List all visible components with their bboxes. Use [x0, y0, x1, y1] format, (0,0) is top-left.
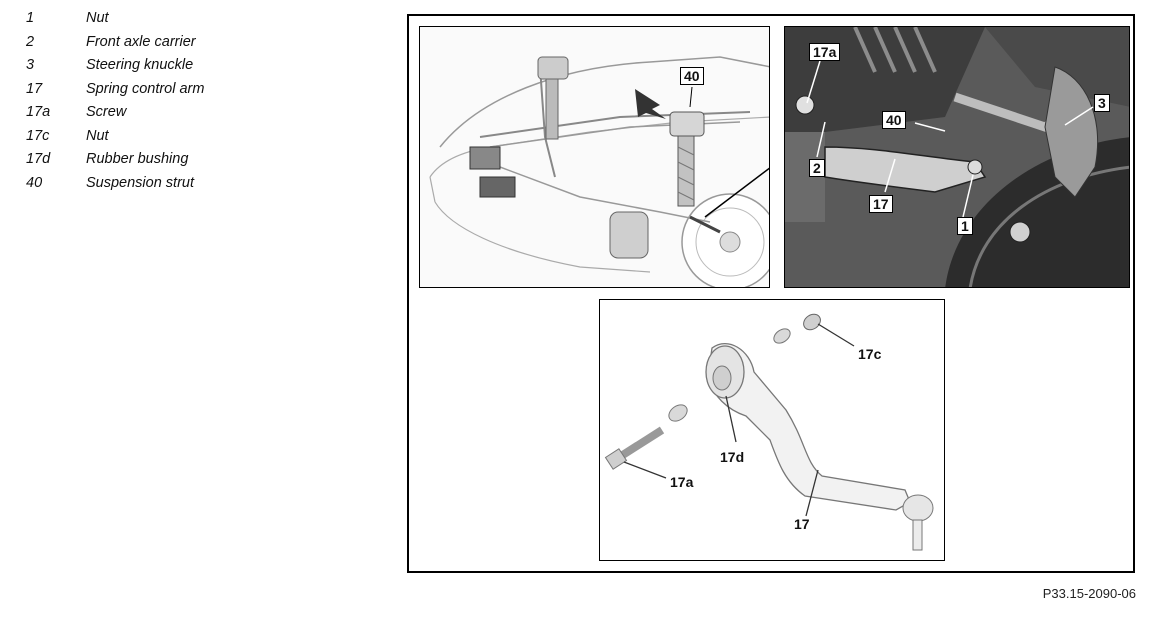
- callout-label: 17: [869, 195, 893, 213]
- legend-number: 2: [26, 33, 35, 50]
- legend-description: Screw: [86, 104, 127, 120]
- legend-item: 17a Screw: [26, 101, 204, 125]
- legend-number: 17d: [26, 151, 51, 167]
- legend-description: Steering knuckle: [86, 57, 194, 73]
- callout-label: 17d: [720, 449, 745, 465]
- suspension-photo-panel: 17a 40 3 2 17 1: [784, 26, 1130, 288]
- legend-item: 40 Suspension strut: [26, 172, 204, 196]
- callout-label: 17c: [858, 346, 882, 362]
- callout-label: 3: [1094, 94, 1110, 112]
- legend-number: 17c: [26, 127, 50, 144]
- callout-label: 40: [680, 67, 704, 85]
- callout-label: 17a: [809, 43, 841, 61]
- legend-number: 17a: [26, 104, 51, 120]
- legend-description: Rubber bushing: [86, 151, 189, 167]
- callout-label: 1: [957, 217, 973, 235]
- legend-description: Spring control arm: [86, 80, 205, 97]
- legend-number: 40: [26, 174, 43, 191]
- legend-item: 2 Front axle carrier: [26, 31, 204, 55]
- legend-description: Nut: [86, 10, 109, 26]
- legend-description: Nut: [86, 127, 109, 144]
- legend-item: 17c Nut: [26, 125, 204, 149]
- figure-frame: 40: [407, 14, 1135, 573]
- legend-description: Front axle carrier: [86, 33, 196, 50]
- car-overview-illustration: [429, 56, 769, 287]
- legend-item: 3 Steering knuckle: [26, 54, 204, 78]
- callout-label: 2: [809, 159, 825, 177]
- car-overview-panel: 40: [419, 26, 770, 288]
- legend-item: 1 Nut: [26, 7, 204, 31]
- callout-label: 17a: [670, 474, 694, 490]
- legend-description: Suspension strut: [86, 174, 195, 191]
- callout-label: 17: [794, 516, 810, 532]
- legend-item: 17 Spring control arm: [26, 78, 204, 102]
- legend-number: 1: [26, 10, 35, 26]
- figure-code: P33.15-2090-06: [1042, 586, 1136, 601]
- control-arm-exploded-panel: 17c 17d 17a 17: [599, 299, 945, 561]
- legend-number: 3: [26, 57, 35, 73]
- suspension-photo-illustration: [785, 27, 1129, 287]
- callout-label: 40: [882, 111, 906, 129]
- control-arm-exploded-illustration: [604, 313, 934, 551]
- legend-number: 17: [26, 80, 43, 97]
- legend-item: 17d Rubber bushing: [26, 148, 204, 172]
